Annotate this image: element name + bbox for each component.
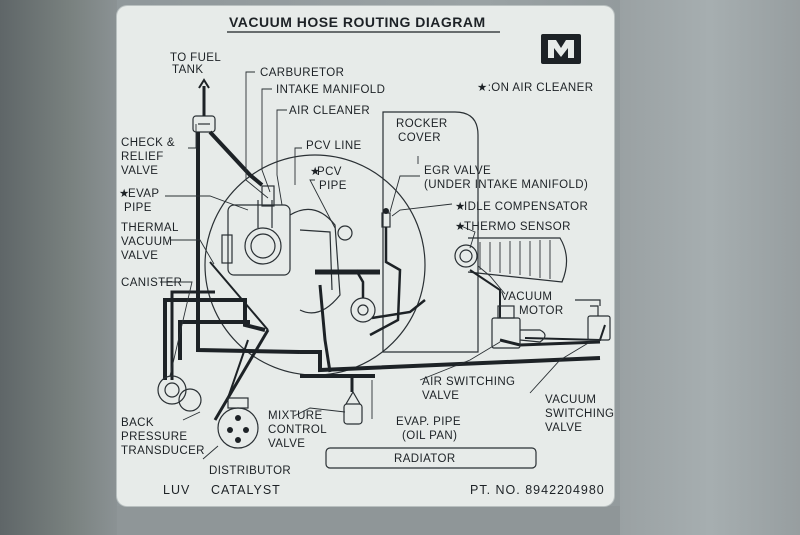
label-to-fuel-tank-2: TANK xyxy=(172,64,203,76)
label-mixture-control-3: VALVE xyxy=(268,438,305,450)
pcv-valve xyxy=(337,225,353,241)
label-evap-oil-pan-1: EVAP. PIPE xyxy=(396,416,461,428)
label-vacuum-motor-2: MOTOR xyxy=(519,305,564,317)
label-vacuum-switching-2: SWITCHING xyxy=(545,408,614,420)
manifold-runner xyxy=(299,229,333,291)
label-check-relief-3: VALVE xyxy=(121,165,158,177)
label-idle-compensator: IDLE COMPENSATOR xyxy=(464,201,588,213)
label-distributor: DISTRIBUTOR xyxy=(209,465,291,477)
label-back-pressure-1: BACK xyxy=(121,417,154,429)
label-air-switching-2: VALVE xyxy=(422,390,459,402)
isuzu-logo-icon xyxy=(541,34,581,64)
intake-manifold-sketch xyxy=(289,208,341,314)
label-check-relief-1: CHECK & xyxy=(121,137,175,149)
label-radiator: RADIATOR xyxy=(394,453,456,465)
air-switching-valve xyxy=(491,305,546,349)
egr-valve xyxy=(350,297,376,323)
radiator-box xyxy=(325,447,537,469)
label-rocker-cover-1: ROCKER xyxy=(396,118,448,130)
back-pressure-transducer xyxy=(178,388,202,412)
label-air-switching-1: AIR SWITCHING xyxy=(422,376,515,388)
footer-part-number: PT. NO. 8942204980 xyxy=(470,483,605,497)
label-back-pressure-2: PRESSURE xyxy=(121,431,187,443)
label-pcv-pipe-2: PIPE xyxy=(319,180,347,192)
background-bottom xyxy=(117,506,620,535)
label-pcv-line: PCV LINE xyxy=(306,140,362,152)
distributor xyxy=(217,397,259,449)
label-to-fuel-tank-1: TO FUEL xyxy=(170,52,221,64)
leader-lines xyxy=(160,71,591,460)
label-vacuum-switching-3: VALVE xyxy=(545,422,582,434)
air-cleaner-note: ★:ON AIR CLEANER xyxy=(477,82,593,94)
label-thermo-sensor: THERMO SENSOR xyxy=(464,221,571,233)
rocker-cover-outline xyxy=(382,111,479,353)
label-rocker-cover-2: COVER xyxy=(398,132,441,144)
label-evap-pipe-1: EVAP xyxy=(128,188,159,200)
diagram-title: VACUUM HOSE ROUTING DIAGRAM xyxy=(229,14,486,30)
label-canister: CANISTER xyxy=(121,277,182,289)
label-vacuum-switching-1: VACUUM xyxy=(545,394,596,406)
label-egr-valve-2: (UNDER INTAKE MANIFOLD) xyxy=(424,179,588,191)
label-vacuum-motor-1: VACUUM xyxy=(501,291,552,303)
label-thermal-vacuum-2: VACUUM xyxy=(121,236,172,248)
mixture-control-valve xyxy=(343,390,363,425)
carburetor-body xyxy=(221,185,291,276)
background-left xyxy=(0,0,117,535)
background-right xyxy=(620,0,800,535)
label-pcv-pipe-1: PCV xyxy=(317,166,342,178)
vacuum-switching-valve xyxy=(575,299,611,341)
label-mixture-control-2: CONTROL xyxy=(268,424,327,436)
canister xyxy=(157,375,187,405)
label-air-cleaner: AIR CLEANER xyxy=(289,105,370,117)
footer-catalyst: CATALYST xyxy=(211,483,281,497)
label-intake-manifold: INTAKE MANIFOLD xyxy=(276,84,385,96)
vacuum-hoses xyxy=(163,78,606,421)
footer-luv: LUV xyxy=(163,483,190,497)
label-evap-pipe-2: PIPE xyxy=(124,202,152,214)
label-thermal-vacuum-3: VALVE xyxy=(121,250,158,262)
label-carburetor: CARBURETOR xyxy=(260,67,344,79)
star-marker-icon: ★ xyxy=(119,188,130,200)
star-marker-icon: ★ xyxy=(455,201,466,213)
air-duct xyxy=(454,237,568,283)
egr-valve-inner xyxy=(357,304,369,316)
label-check-relief-2: RELIEF xyxy=(121,151,164,163)
label-egr-valve-1: EGR VALVE xyxy=(424,165,491,177)
star-marker-icon: ★ xyxy=(455,221,466,233)
star-marker-icon: ★ xyxy=(310,166,321,178)
label-thermal-vacuum-1: THERMAL xyxy=(121,222,179,234)
label-evap-oil-pan-2: (OIL PAN) xyxy=(402,430,457,442)
label-mixture-control-1: MIXTURE xyxy=(268,410,323,422)
label-back-pressure-3: TRANSDUCER xyxy=(121,445,205,457)
